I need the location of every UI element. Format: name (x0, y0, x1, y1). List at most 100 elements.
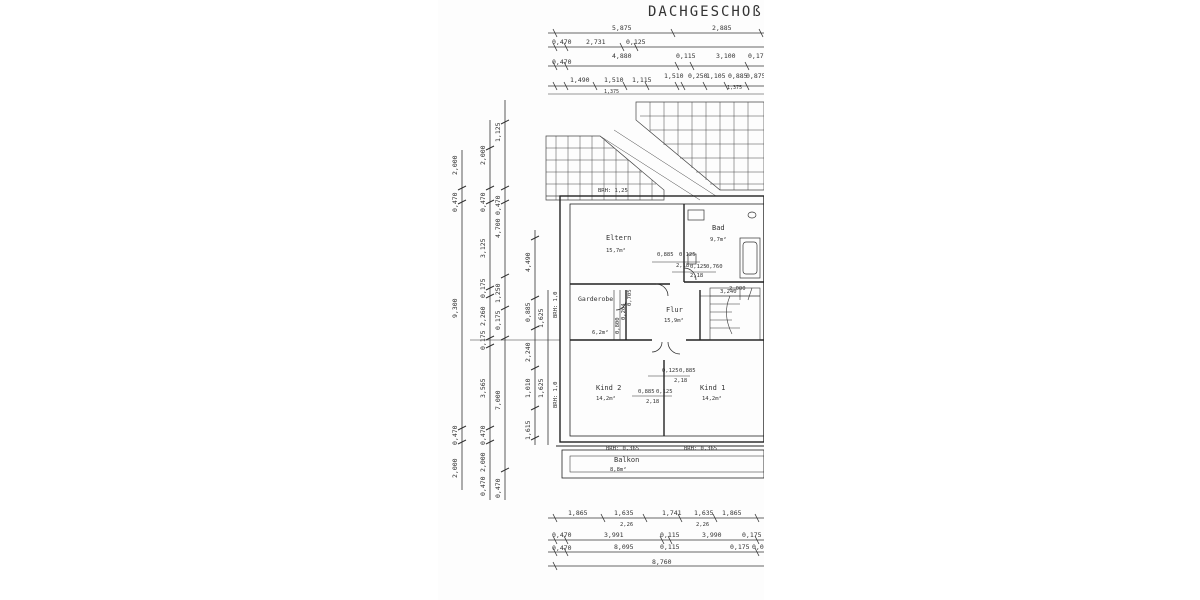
room-area-kind2: 14,2m² (596, 395, 616, 402)
sill-labels: BRH: 1,25 BRH: 0,365 BRH: 0,365 BRH: 1,0… (553, 188, 717, 452)
dim-label: 1,115 (632, 76, 652, 84)
dim-label: 3,990 (702, 531, 722, 539)
left-dimension-labels: 2,000 0,470 9,300 0,470 2,000 2,000 0,47… (451, 122, 545, 498)
dim-label: 0,115 (660, 543, 680, 551)
dim-label: 3,565 (479, 378, 487, 398)
dim-label: 1,125 (494, 122, 502, 142)
dim-label: 8,760 (652, 558, 672, 566)
dim-label: 0,115 (676, 52, 696, 60)
dim-label: 1,105 (706, 72, 726, 80)
dim-label: 0,800 (615, 317, 621, 334)
dim-label: 0,115 (660, 531, 680, 539)
dim-label: 2,18 (646, 399, 659, 405)
dim-label: 2,18 (690, 273, 703, 279)
room-name-kind1: Kind 1 (700, 384, 725, 392)
bottom-dimension-lines (548, 513, 764, 571)
dim-label: 2,18 (674, 378, 687, 384)
dim-label: 0,175 (494, 310, 502, 330)
dim-label: 0,175 (479, 330, 487, 350)
dim-label: 0,02 (752, 543, 768, 551)
left-dimension-lines (457, 100, 560, 500)
dim-label: 2,18 (676, 263, 689, 269)
dim-label: 0,705 (627, 289, 633, 306)
room-area-kind1: 14,2m² (702, 395, 722, 402)
dim-label: 2,240 (524, 342, 532, 362)
dim-label: 3,240 (720, 289, 737, 295)
dim-label: 0,175 (730, 543, 750, 551)
dim-label: 2,000 (479, 452, 487, 472)
dim-label: 1,010 (524, 378, 532, 398)
dim-label: 0,885 (728, 72, 748, 80)
dim-label: 0,885 (657, 252, 674, 258)
room-name-kind2: Kind 2 (596, 384, 621, 392)
dim-label: 0,470 (451, 425, 459, 445)
room-area-bad: 9,7m² (710, 236, 727, 243)
dim-label: 2,26 (696, 522, 709, 528)
room-area-eltern: 15,7m² (606, 247, 626, 254)
sill-label: BRH: 1,25 (598, 188, 628, 194)
dim-label: 0,470 (479, 192, 487, 212)
room-name-garderobe: Garderobe (578, 295, 613, 303)
drawing-sheet (438, 0, 764, 600)
room-labels: Eltern 15,7m² Bad 9,7m² Garderobe 6,2m² … (578, 224, 727, 473)
dim-label: 0,125 (679, 252, 696, 258)
dim-label: 0,175 (748, 52, 768, 60)
dim-label: 0,470 (479, 425, 487, 445)
top-dimension-labels: 5,875 2,885 0,470 2,731 0,125 4,880 0,11… (552, 24, 768, 95)
sill-label: BRH: 1,0 (553, 292, 559, 319)
dim-label: 5,875 (612, 24, 632, 32)
dim-label: 0,125 (662, 368, 679, 374)
drawing-title: DACHGESCHOß (648, 4, 763, 20)
dim-label: 0,470 (494, 195, 502, 215)
dim-label: 1,625 (537, 378, 545, 398)
door-swings (615, 267, 697, 355)
dim-label: 0,885 (524, 302, 532, 322)
bottom-dimension-labels: 1,865 1,635 1,741 1,635 1,865 2,26 2,26 … (552, 509, 768, 566)
dim-label: 0,470 (552, 531, 572, 539)
dim-label: 1,615 (524, 420, 532, 440)
dim-label: 0,125 (656, 389, 673, 395)
dim-label: 1,490 (570, 76, 590, 84)
dim-label: 3,125 (479, 238, 487, 258)
dim-label: 0,250 (688, 72, 708, 80)
walls (556, 195, 764, 479)
dim-label: 2,000 (479, 145, 487, 165)
dim-label: 0,470 (494, 478, 502, 498)
dim-label: 0,175 (479, 278, 487, 298)
dim-label: 3,100 (716, 52, 736, 60)
interior-dimension-lines (613, 261, 760, 397)
room-name-flur: Flur (666, 306, 683, 314)
dim-label: 0,885 (638, 389, 655, 395)
dim-label: 2,26 (620, 522, 633, 528)
dim-label: 0,264 (621, 303, 627, 320)
dim-label: 0,470 (552, 544, 572, 552)
dim-label: 1,741 (662, 509, 682, 517)
dim-label: 0,875 (746, 72, 766, 80)
dim-label: 0,885 (679, 368, 696, 374)
dim-label: 1,375 (604, 89, 619, 95)
room-area-garderobe: 6,2m² (592, 329, 609, 336)
dim-label: 2,000 (729, 286, 746, 292)
dim-label: 1,510 (664, 72, 684, 80)
dim-label: 1,635 (694, 509, 714, 517)
room-area-balkon: 8,8m² (610, 466, 627, 473)
dim-label: 0,125 (626, 38, 646, 46)
dim-label: 8,095 (614, 543, 634, 551)
room-name-bad: Bad (712, 224, 725, 232)
dim-label: 0,175 (742, 531, 762, 539)
dim-label: 0,125 (690, 264, 707, 270)
room-name-eltern: Eltern (606, 234, 631, 242)
dim-label: 2,000 (451, 155, 459, 175)
dim-label: 0,470 (451, 192, 459, 212)
interior-dimension-labels: 0,885 0,125 2,18 0,125 0,760 2,18 3,240 … (615, 252, 746, 405)
dim-label: 1,865 (568, 509, 588, 517)
sill-label: BRH: 0,365 (606, 446, 639, 452)
sill-label: BRH: 0,365 (684, 446, 717, 452)
dim-label: 1,625 (537, 308, 545, 328)
dim-label: 2,885 (712, 24, 732, 32)
dim-label: 0,470 (552, 38, 572, 46)
dim-label: 0,470 (552, 58, 572, 66)
dim-label: 0,760 (706, 264, 723, 270)
